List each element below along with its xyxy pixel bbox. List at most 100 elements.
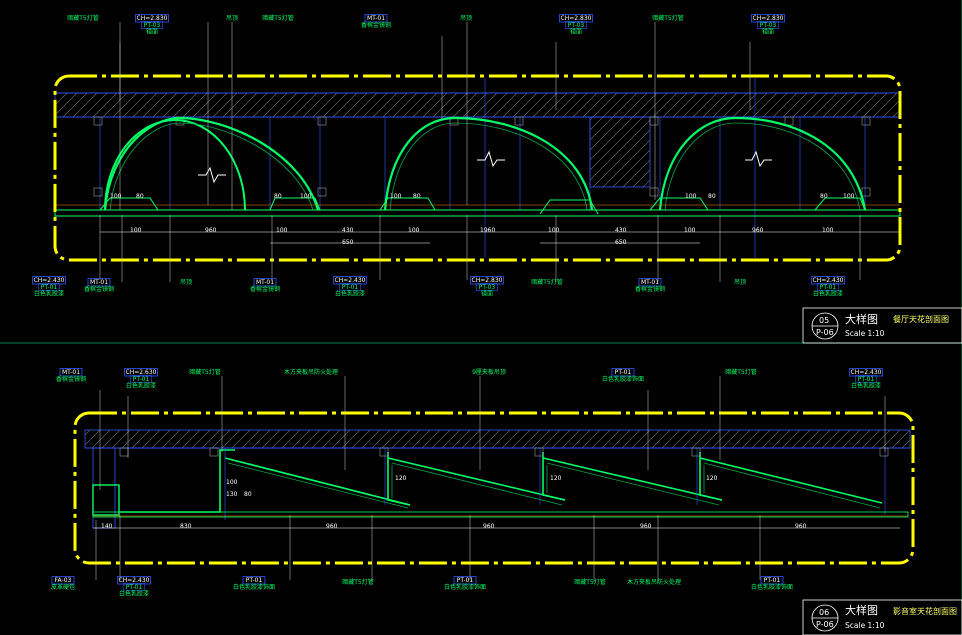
tag-description: 白色乳胶漆	[335, 290, 365, 298]
dim-05-650b: 650	[615, 239, 627, 246]
tag-material-code: PT-01	[342, 284, 359, 291]
tag-code-box	[364, 14, 388, 23]
detail-05-dining-ceiling-section	[53, 74, 902, 262]
detail-05-top-tag-3: 吊顶	[226, 15, 238, 22]
dim-05-100g: 100	[276, 227, 288, 234]
detail-05-top-tag-6: 吊顶	[460, 15, 472, 22]
tag-code-box	[117, 576, 151, 585]
tag-code-box	[135, 14, 169, 23]
tag-code: PT-01	[764, 577, 781, 584]
tag-description: 吊顶	[180, 279, 192, 286]
tag-code: CH=2.630	[126, 369, 157, 376]
tag-description: 暗藏T5灯管	[342, 578, 373, 586]
detail-06-slab-hatch	[84, 429, 911, 449]
tag-description: 镜面	[146, 28, 158, 36]
dim-06-960c: 960	[640, 523, 652, 530]
detail-06-bottom-tag-7: 木方夹板吊防火处理	[627, 578, 681, 586]
detail-05-column	[589, 116, 651, 188]
dim-06-830: 830	[180, 523, 192, 530]
dim-06-960a: 960	[326, 523, 338, 530]
tag-code: MT-01	[256, 279, 274, 286]
tag-code-box	[638, 278, 662, 287]
tag-code: FA-03	[55, 577, 72, 584]
dim-05-100d: 100	[685, 193, 697, 200]
tag-material-box	[123, 583, 145, 591]
tag-material-box	[339, 283, 361, 291]
dim-05-100f: 100	[130, 227, 142, 234]
tag-code-box	[751, 14, 785, 23]
dim-05-100i: 100	[548, 227, 560, 234]
title-block-05-scale: Scale 1:10	[845, 329, 885, 338]
tag-code: PT-01	[615, 369, 632, 376]
tag-description: 香槟金镜钢	[56, 375, 86, 383]
detail-05-top-tag-1: 暗藏T5灯管	[67, 14, 98, 22]
tag-material-box	[565, 21, 587, 29]
tag-code-box	[849, 368, 883, 377]
dim-05-100b: 100	[300, 193, 312, 200]
tag-description: 白色乳胶漆	[851, 382, 881, 390]
tag-description: 白色乳胶漆饰面	[444, 583, 486, 591]
dim-06-120c: 120	[706, 475, 718, 482]
dim-05-80e: 80	[820, 193, 828, 200]
tag-code: MT-01	[90, 279, 108, 286]
tag-material-code: PT-01	[126, 584, 143, 591]
detail-05-light-troughs	[99, 197, 866, 215]
tag-material-code: PT-03	[479, 284, 496, 291]
dim-05-80b: 80	[274, 193, 282, 200]
title-block-05-number: 05	[819, 316, 829, 325]
detail-05-top-tag-4: 暗藏T5灯管	[262, 14, 293, 22]
tag-description: 白色乳胶漆	[813, 290, 843, 298]
detail-05-arch-inner-lines	[109, 122, 861, 211]
tag-description: 暗藏T5灯管	[67, 14, 98, 22]
tag-code: CH=2.430	[851, 369, 882, 376]
tag-material-box	[476, 283, 498, 291]
dim-06-130: 130	[226, 491, 238, 498]
detail-06-top-tag-4: 木方夹板吊防火处理	[284, 368, 338, 376]
tag-material-box	[38, 283, 60, 291]
dim-05-100e: 100	[843, 193, 855, 200]
tag-description: 暗藏T5灯管	[189, 368, 220, 376]
tag-description: 暗藏T5灯管	[652, 14, 683, 22]
dim-05-960b: 960	[752, 227, 764, 234]
tag-code: PT-01	[457, 577, 474, 584]
tag-material-box	[757, 21, 779, 29]
tag-code: MT-01	[367, 15, 385, 22]
tag-description: 香槟金镜钢	[635, 285, 665, 293]
detail-05-bottom-tag-9: 吊顶	[734, 279, 746, 286]
tag-code-box	[59, 368, 83, 377]
tag-code: PT-01	[246, 577, 263, 584]
dim-06-100: 100	[226, 479, 238, 486]
detail-06-top-tag-3: 暗藏T5灯管	[189, 368, 220, 376]
detail-06-top-tag-5: 9厘夹板吊顶	[472, 368, 506, 376]
dim-05-100k: 100	[822, 227, 834, 234]
tag-code: CH=2.830	[137, 15, 168, 22]
tag-description: 吊顶	[734, 279, 746, 286]
dim-05-80a: 80	[136, 193, 144, 200]
tag-code: CH=2.430	[34, 277, 65, 284]
dim-06-960d: 960	[795, 523, 807, 530]
title-block-05-subtitle: 餐厅天花剖面图	[893, 314, 949, 324]
dim-05-650a: 650	[342, 239, 354, 246]
tag-description: 白色乳胶漆	[126, 382, 156, 390]
detail-05-bottom-tag-7: 暗藏T5灯管	[531, 278, 562, 286]
tag-material-box	[141, 21, 163, 29]
tag-code-box	[32, 276, 66, 285]
detail-05-fixing-blocks	[93, 116, 871, 197]
tag-material-code: PT-03	[760, 22, 777, 29]
tag-code-box	[124, 368, 158, 377]
tag-description: 白色乳胶漆饰面	[233, 583, 275, 591]
detail-05-break-symbols	[198, 150, 772, 184]
tag-description: 香槟金镜钢	[361, 21, 391, 29]
tag-description: 暗藏T5灯管	[574, 578, 605, 586]
tag-material-code: PT-03	[568, 22, 585, 29]
